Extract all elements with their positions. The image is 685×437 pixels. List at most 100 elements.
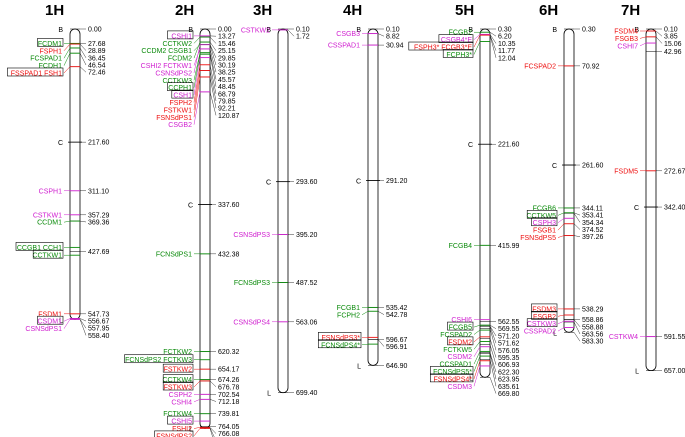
marker-label: FSGB1 [533, 228, 556, 235]
position-leader [489, 35, 497, 58]
marker-leader [63, 47, 71, 59]
marker-label: CSHI4 [171, 399, 192, 406]
marker-label: FCSPAD1 [30, 56, 62, 63]
marker-leader [473, 365, 481, 387]
position-leader [377, 339, 385, 347]
centromere-label: C [634, 205, 639, 212]
position-label: 764.05 [218, 424, 240, 431]
bottom-end-label: L [553, 330, 557, 337]
position-label: 596.91 [386, 344, 408, 351]
marker-label: FCGB6 [533, 205, 556, 212]
centromere-label: C [266, 180, 271, 187]
position-label: 669.80 [498, 391, 520, 398]
marker-leader [473, 341, 481, 350]
marker-label: FCTKW4 [163, 411, 192, 418]
marker-label: CCTKW2 [162, 41, 192, 48]
position-leader [209, 76, 217, 109]
position-label: 8.82 [386, 34, 400, 41]
position-leader [489, 35, 497, 51]
marker-label: FCDM2 [168, 56, 192, 63]
chromosome-title-3H: 3H [253, 2, 272, 19]
position-label: 311.10 [88, 188, 109, 195]
position-label: 542.78 [386, 312, 408, 319]
marker-leader [193, 76, 201, 118]
bottom-end-label: L [267, 391, 271, 398]
position-leader [489, 324, 497, 329]
chromosome-bar-3H [277, 28, 289, 394]
position-label: 0.10 [386, 27, 400, 34]
marker-label: CCDM2 CSGB1 [141, 48, 192, 55]
position-label: 30.94 [386, 43, 404, 50]
position-leader [377, 33, 385, 37]
position-label: 558.40 [88, 333, 110, 340]
marker-label: FSGB3 [615, 36, 638, 43]
marker-label: FCDM1 [38, 41, 62, 48]
position-label: 0.10 [296, 27, 310, 34]
marker-box [162, 381, 194, 391]
position-label: 395.20 [296, 232, 318, 239]
position-leader [79, 220, 87, 223]
bottom-end-label: L [635, 369, 639, 376]
marker-leader [473, 41, 481, 55]
marker-leader [557, 223, 565, 231]
marker-leader [557, 327, 565, 332]
marker-label: FCTKW5 [443, 347, 472, 354]
marker-label: CSDM3 [447, 384, 472, 391]
position-label: 739.81 [218, 411, 240, 418]
position-label: 29.85 [218, 55, 236, 62]
position-label: 595.35 [498, 355, 520, 362]
position-label: 353.41 [582, 213, 604, 220]
marker-label: FCNSdPS1 [156, 251, 192, 258]
position-label: 557.95 [88, 326, 110, 333]
marker-leader [557, 218, 565, 223]
marker-box [531, 217, 558, 227]
marker-label: CCDM1 [37, 220, 62, 227]
marker-box [7, 67, 64, 77]
chromosome-bar-4H [367, 28, 379, 366]
position-leader [489, 344, 497, 365]
marker-leader [557, 235, 565, 238]
marker-box [154, 430, 194, 437]
marker-box [317, 339, 362, 349]
marker-label: CSHI1 [171, 33, 192, 40]
marker-label: CCSPAD1 [439, 362, 472, 369]
centromere-label: C [356, 178, 361, 185]
position-label: 369.36 [88, 219, 110, 226]
marker-label: FCGB1 [337, 305, 360, 312]
marker-label: FCNSdPS3 [234, 280, 270, 287]
position-label: 562.55 [498, 319, 520, 326]
position-label: 15.06 [664, 41, 682, 48]
marker-leader [193, 64, 201, 103]
marker-box [526, 210, 558, 219]
marker-box [447, 336, 474, 346]
marker-label: CSNSdPS2 [155, 70, 192, 77]
marker-label: CCTKW3 [162, 78, 192, 85]
top-end-label: B [58, 27, 63, 34]
position-leader [489, 359, 497, 387]
marker-leader [63, 318, 71, 322]
marker-box [531, 311, 558, 320]
position-leader [489, 32, 497, 37]
marker-label: FCSPAD2 [524, 63, 556, 70]
marker-label: CCPH1 [168, 85, 192, 92]
chromosome-title-6H: 6H [539, 2, 558, 19]
marker-label: FCNSdPS2 FCTKW3 [125, 357, 192, 364]
marker-leader [193, 36, 201, 44]
marker-leader [193, 44, 201, 51]
marker-leader [193, 70, 201, 110]
position-label: 563.56 [582, 332, 604, 339]
marker-label: CSDM1 [37, 319, 62, 326]
marker-box [162, 374, 194, 383]
marker-box [429, 373, 474, 383]
marker-label: CSDM2 [447, 354, 472, 361]
marker-leader [473, 360, 481, 379]
position-label: 558.88 [582, 324, 604, 331]
position-leader [655, 30, 663, 37]
marker-label: CCGB1 CCH1 [17, 245, 62, 252]
position-leader [209, 41, 217, 51]
position-label: 596.67 [386, 337, 408, 344]
position-leader [209, 427, 217, 434]
marker-label: FCPH3* [446, 52, 472, 59]
marker-label: FCGB4 [449, 243, 472, 250]
